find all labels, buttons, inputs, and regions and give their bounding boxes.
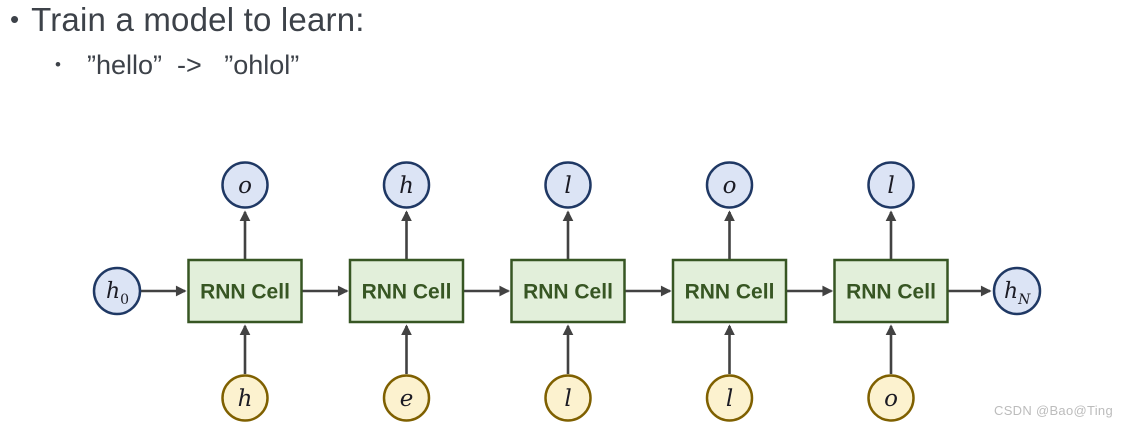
slide-title: • Train a model to learn: xyxy=(10,1,365,39)
rnn-cell-label: RNN Cell xyxy=(362,281,452,304)
input-node xyxy=(221,374,269,422)
title-text: Train a model to learn: xyxy=(31,1,365,38)
slide-subtitle: • ”hello” -> ”ohlol” xyxy=(55,50,299,81)
initial-hidden-label: h0 xyxy=(106,279,129,308)
input-node xyxy=(382,374,431,422)
output-node xyxy=(705,161,754,209)
input-letter: l xyxy=(564,386,571,412)
rnn-cell-box xyxy=(348,258,465,324)
input-letter: o xyxy=(884,386,898,412)
input-letter: e xyxy=(400,386,414,412)
bullet-icon: • xyxy=(55,55,61,75)
input-node xyxy=(705,374,754,422)
rnn-cell-box xyxy=(833,258,949,324)
rnn-cell-label: RNN Cell xyxy=(523,281,613,304)
bullet-icon: • xyxy=(10,3,20,34)
final-hidden-node xyxy=(992,266,1042,316)
output-letter: o xyxy=(723,173,737,199)
output-letter: o xyxy=(238,173,252,199)
input-letter: h xyxy=(238,386,253,412)
rnn-cell-box xyxy=(187,258,303,324)
rnn-cell-box xyxy=(671,258,788,324)
subtitle-text: ”hello” -> ”ohlol” xyxy=(86,50,300,80)
input-letter: l xyxy=(726,386,733,412)
rnn-cell-label: RNN Cell xyxy=(200,281,290,304)
input-node xyxy=(867,374,915,422)
output-letter: l xyxy=(564,173,571,199)
output-letter: h xyxy=(399,173,414,199)
rnn-cell-box xyxy=(510,258,626,324)
rnn-cell-label: RNN Cell xyxy=(685,281,775,304)
output-letter: l xyxy=(887,173,894,199)
initial-hidden-node xyxy=(92,266,142,316)
output-node xyxy=(544,161,592,209)
rnn-cell-label: RNN Cell xyxy=(846,281,936,304)
input-node xyxy=(544,374,592,422)
output-node xyxy=(221,161,269,209)
output-node xyxy=(867,161,915,209)
watermark: CSDN @Bao@Ting xyxy=(994,403,1113,418)
output-node xyxy=(382,161,431,209)
final-hidden-label: hN xyxy=(1004,279,1031,308)
